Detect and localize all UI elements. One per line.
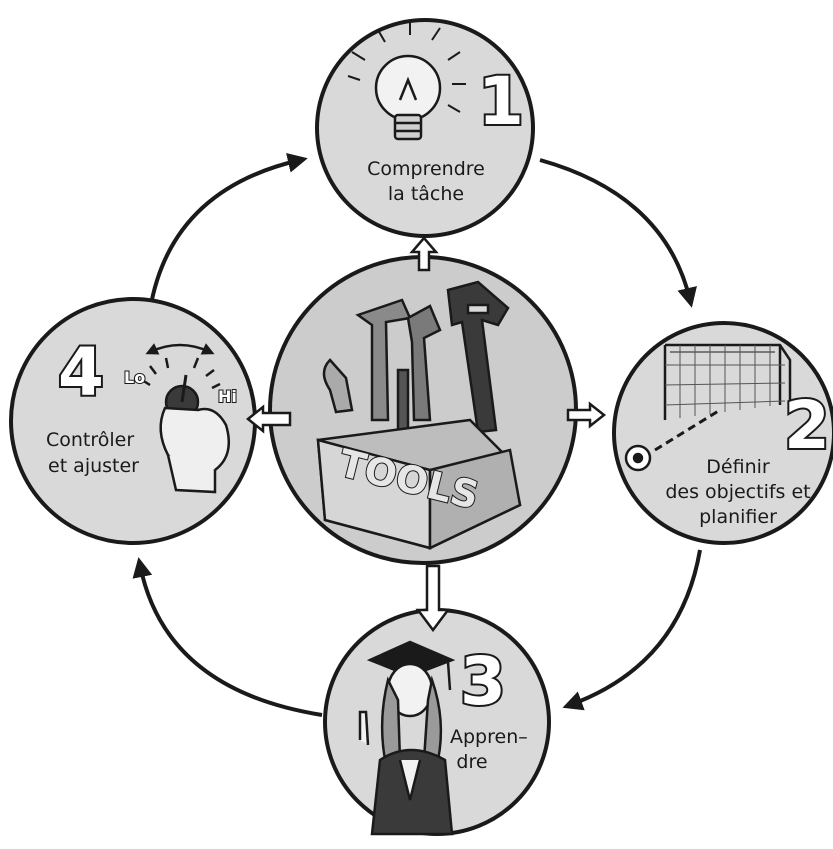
arrow-step3-to-step4 [132,557,323,717]
arrow-step4-to-step1 [148,152,308,311]
step2-label-line2: des objectifs et [665,481,810,503]
graduate-icon [358,640,456,836]
step4-label-line2: et ajuster [48,455,139,477]
step3-node: 3 Appren– dre [323,608,551,836]
step1-number: 1 [478,63,524,140]
step2-number: 2 [784,387,830,464]
step1-label-line2: la tâche [388,183,464,205]
arrow-step1-to-step2 [539,158,697,308]
step2-circle [612,321,833,545]
step3-label-line1: Appren– [450,726,528,748]
center-node: TOOLS [268,255,578,565]
center-arrows [245,236,607,633]
step4-node: 4 Lo Hi Contrôler et ajuster [9,297,257,545]
cycle-arrows [132,152,702,717]
dial-high-label: Hi [218,387,237,406]
step2-label-line3: planifier [699,506,777,528]
step3-number: 3 [460,643,506,720]
arrow-center-to-step2 [566,401,607,429]
step1-circle [315,18,535,238]
toolbox-icon [316,280,522,550]
arrow-center-to-step3 [415,564,451,633]
dial-hand-icon [141,343,230,494]
step4-number: 4 [58,334,104,411]
light-bulb-icon [347,22,466,141]
step2-label-line1: Définir [706,456,770,478]
arrow-step2-to-step3 [562,549,702,711]
dial-low-label: Lo [124,368,145,387]
arrow-center-to-step1 [409,236,439,272]
arrow-center-to-step4 [245,404,292,434]
step1-node: 1 Comprendre la tâche [315,18,535,238]
step1-label-line1: Comprendre [367,158,485,180]
step4-label-line1: Contrôler [46,429,134,451]
step3-label-line2: dre [456,751,487,773]
soccer-goal-icon [624,343,792,472]
step2-node: 2 Définir des objectifs et planifier [612,321,833,545]
